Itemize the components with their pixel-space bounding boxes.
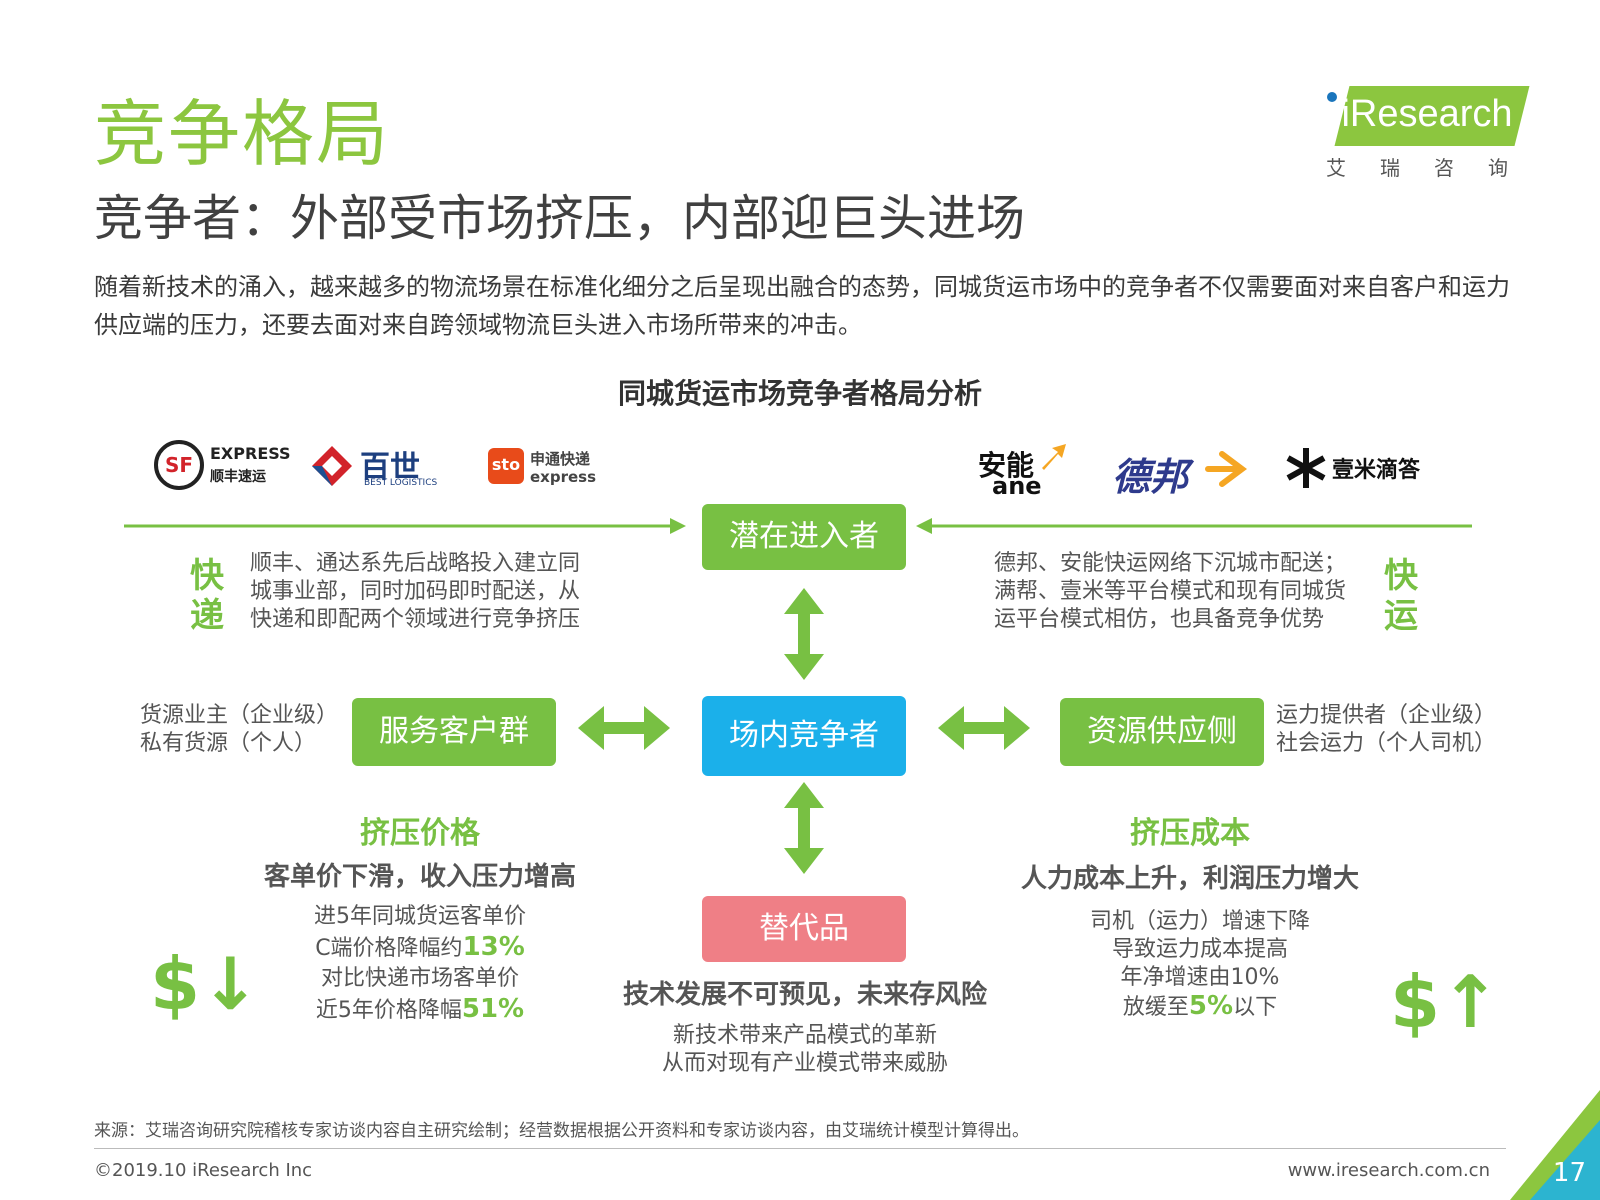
best-logo-main: 百世 bbox=[360, 450, 420, 485]
freight-label: 快运 bbox=[1384, 556, 1418, 636]
sf-express-logo: SF EXPRESS 顺丰速运 bbox=[154, 440, 291, 492]
suppliers-box: 资源供应侧 bbox=[1060, 698, 1264, 766]
potential-entrants-box: 潜在进入者 bbox=[702, 504, 906, 570]
supplier-type-1: 运力提供者（企业级） bbox=[1276, 703, 1497, 728]
sto-logo-sub: express bbox=[530, 468, 597, 486]
cost-pressure-detail: 司机（运力）增速下降 导致运力成本提高 年净增速由10% 放缓至5%以下 bbox=[1040, 908, 1360, 1022]
yimidida-logo: 壹米滴答 bbox=[1284, 446, 1434, 496]
cost-line-3: 年净增速由10% bbox=[1120, 965, 1280, 990]
express-label: 快递 bbox=[190, 556, 224, 636]
logo-dot-icon bbox=[1327, 92, 1337, 102]
dollar-down-icon: $↓ bbox=[150, 942, 261, 1026]
page-subtitle: 竞争者：外部受市场挤压，内部迎巨头进场 bbox=[94, 190, 1026, 247]
vertical-arrow-top bbox=[784, 588, 824, 680]
price-line-1: 进5年同城货运客单价 bbox=[314, 904, 526, 929]
horizontal-arrow-right bbox=[938, 706, 1030, 750]
customers-box: 服务客户群 bbox=[352, 698, 556, 766]
cost-line-4-post: 以下 bbox=[1233, 995, 1278, 1020]
yimidida-logo-main: 壹米滴答 bbox=[1332, 458, 1421, 483]
yimidida-mark-icon bbox=[1286, 448, 1326, 488]
best-logo-sub: BEST LOGISTICS bbox=[364, 478, 438, 488]
internal-competitors-box: 场内竞争者 bbox=[702, 696, 906, 776]
sf-logo-sub: 顺丰速运 bbox=[210, 469, 266, 485]
substitutes-box: 替代品 bbox=[702, 896, 906, 962]
diagram-title: 同城货运市场竞争者格局分析 bbox=[617, 377, 982, 410]
price-line-3: 对比快递市场客单价 bbox=[320, 966, 519, 991]
cost-pressure-subtitle: 人力成本上升，利润压力增大 bbox=[1020, 864, 1359, 894]
intro-paragraph: 随着新技术的涌入，越来越多的物流场景在标准化细分之后呈现出融合的态势，同城货运市… bbox=[94, 273, 1510, 339]
dollar-up-icon: $↑ bbox=[1390, 960, 1501, 1044]
page-title: 竞争格局 bbox=[94, 92, 391, 176]
copyright: ©2019.10 iResearch Inc bbox=[94, 1160, 313, 1181]
cost-line-4-pre: 放缓至 bbox=[1122, 995, 1189, 1020]
cost-line-4: 放缓至5%以下 bbox=[1040, 992, 1360, 1022]
left-entry-arrowhead bbox=[670, 518, 686, 534]
price-line-4: 近5年价格降幅51% bbox=[260, 994, 580, 1026]
cost-pressure-title: 挤压成本 bbox=[1130, 816, 1250, 851]
price-pressure-title: 挤压价格 bbox=[360, 816, 480, 851]
price-pressure-subtitle: 客单价下滑，收入压力增高 bbox=[263, 862, 576, 892]
price-line-4-text: 近5年价格降幅 bbox=[315, 998, 462, 1023]
ane-logo: 安能 ane bbox=[978, 444, 1078, 500]
iresearch-logo: iResearch 艾瑞咨询 bbox=[1322, 82, 1532, 182]
deppon-logo: 德邦 bbox=[1112, 446, 1262, 499]
ane-arrow-icon bbox=[1042, 444, 1066, 470]
cost-line-1: 司机（运力）增速下降 bbox=[1089, 909, 1310, 934]
best-logistics-logo: 百世 BEST LOGISTICS bbox=[310, 442, 450, 492]
sto-express-logo: sto 申通快递 express bbox=[488, 446, 598, 490]
customer-type-2: 私有货源（个人） bbox=[140, 731, 317, 756]
price-line-2: C端价格降幅约13% bbox=[260, 932, 580, 964]
sto-logo-mark: sto bbox=[488, 448, 524, 484]
growth-rate-value: 5% bbox=[1188, 991, 1234, 1021]
express-text: 顺丰、通达系先后战略投入建立同城事业部，同时加码即时配送，从快递和即配两个领域进… bbox=[250, 551, 581, 632]
price-drop-5yr: 51% bbox=[461, 994, 525, 1024]
best-logo-mark-icon bbox=[312, 446, 352, 486]
cost-line-2: 导致运力成本提高 bbox=[1111, 937, 1288, 962]
substitute-risk-title: 技术发展不可预见，未来存风险 bbox=[622, 980, 987, 1010]
sf-logo-mark: SF bbox=[154, 440, 204, 490]
substitute-risk-detail: 新技术带来产品模式的革新 从而对现有产业模式带来威胁 bbox=[560, 1022, 1050, 1078]
vertical-arrow-bottom bbox=[784, 782, 824, 874]
ane-logo-main: 安能 bbox=[978, 449, 1035, 482]
price-drop-c-end: 13% bbox=[462, 932, 525, 962]
logo-name: iResearch bbox=[1341, 93, 1513, 135]
substitute-line-1: 新技术带来产品模式的革新 bbox=[672, 1023, 937, 1048]
customer-type-1: 货源业主（企业级） bbox=[140, 703, 339, 728]
sf-logo-main: EXPRESS bbox=[210, 444, 291, 463]
logo-cn: 艾瑞咨询 bbox=[1326, 156, 1542, 180]
price-line-2-text: C端价格降幅约 bbox=[315, 936, 463, 961]
footer-divider bbox=[94, 1148, 1506, 1149]
right-entry-arrowhead bbox=[916, 518, 932, 534]
website-url: www.iresearch.com.cn bbox=[1287, 1160, 1490, 1181]
sto-logo-main: 申通快递 bbox=[530, 450, 591, 468]
supplier-type-2: 社会运力（个人司机） bbox=[1276, 731, 1497, 756]
source-note: 来源：艾瑞咨询研究院稽核专家访谈内容自主研究绘制；经营数据根据公开资料和专家访谈… bbox=[94, 1121, 1029, 1141]
deppon-arrow-icon bbox=[1205, 451, 1247, 487]
substitute-line-2: 从而对现有产业模式带来威胁 bbox=[661, 1051, 948, 1076]
horizontal-arrow-left bbox=[578, 706, 670, 750]
corner-decoration bbox=[1510, 1090, 1600, 1200]
price-pressure-detail: 进5年同城货运客单价 C端价格降幅约13% 对比快递市场客单价 近5年价格降幅5… bbox=[260, 902, 580, 1026]
ane-logo-sub: ane bbox=[992, 472, 1042, 500]
freight-text: 德邦、安能快运网络下沉城市配送；满帮、壹米等平台模式和现有同城货运平台模式相仿，… bbox=[994, 551, 1347, 632]
deppon-logo-main: 德邦 bbox=[1112, 455, 1189, 499]
page-number: 17 bbox=[1552, 1158, 1586, 1188]
